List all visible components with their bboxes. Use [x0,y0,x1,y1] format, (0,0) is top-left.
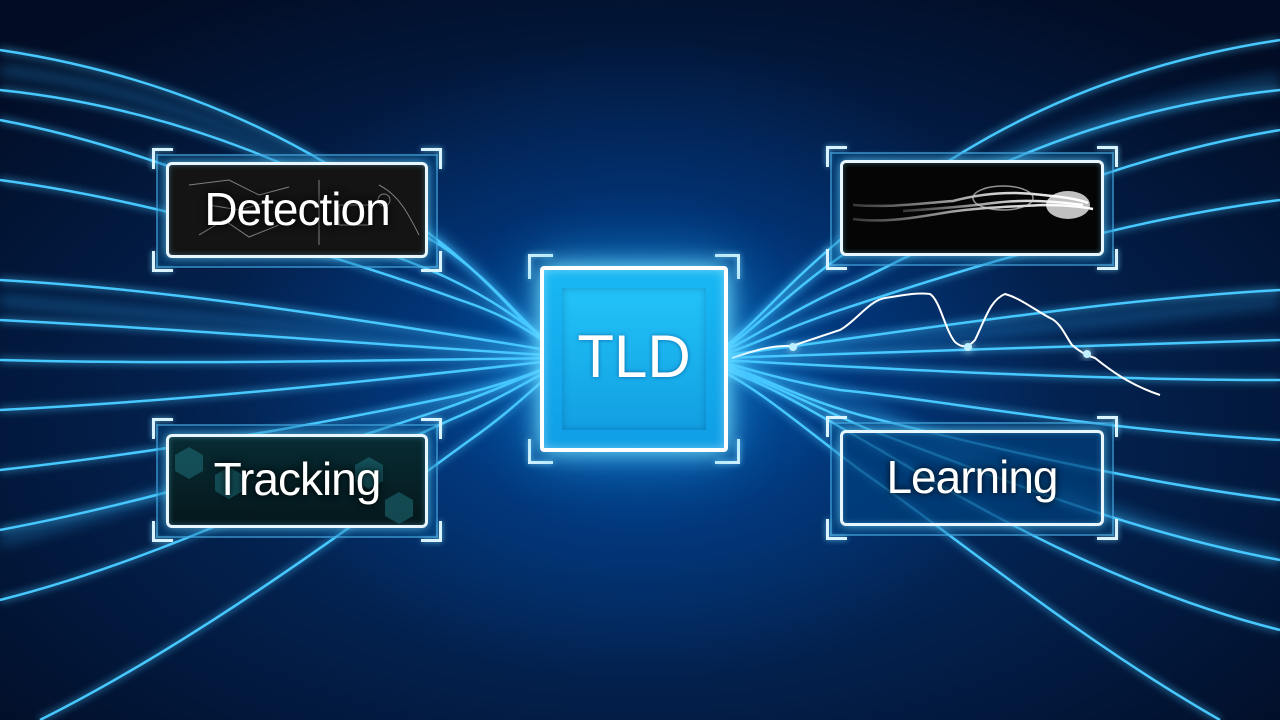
corner-bracket-icon [421,521,442,542]
detection-texture-image [188,179,420,245]
learning-node: Learning [826,416,1118,540]
motion-trail-panel [840,160,1104,256]
detection-panel [166,162,428,258]
corner-bracket-icon [1097,416,1118,437]
corner-bracket-icon [1097,249,1118,270]
tracking-panel [166,434,428,528]
corner-bracket-icon [528,254,553,279]
tracking-texture-image [175,447,413,524]
tld-inner-square [562,288,706,430]
corner-bracket-icon [826,249,847,270]
corner-bracket-icon [826,416,847,437]
learning-label: Learning [886,451,1058,503]
detection-label: Detection [204,183,390,235]
motion-trail-node [826,146,1118,270]
corner-bracket-icon [1097,146,1118,167]
corner-bracket-icon [1097,519,1118,540]
corner-bracket-icon [715,439,740,464]
detection-node: Detection [152,148,442,272]
corner-bracket-icon [715,254,740,279]
corner-bracket-icon [152,418,173,439]
tracking-label: Tracking [213,453,382,505]
corner-bracket-icon [152,521,173,542]
waveform-markers [789,343,1091,358]
tld-center-node: TLD [528,254,740,464]
motion-trail-image [852,185,1094,222]
tracking-node: Tracking [152,418,442,542]
corner-bracket-icon [421,418,442,439]
corner-bracket-icon [152,251,173,272]
corner-bracket-icon [528,439,553,464]
corner-bracket-icon [826,519,847,540]
learning-panel [840,430,1104,526]
tld-panel [540,266,728,452]
corner-bracket-icon [421,251,442,272]
corner-bracket-icon [152,148,173,169]
corner-bracket-icon [826,146,847,167]
tld-label: TLD [577,323,691,390]
corner-bracket-icon [421,148,442,169]
